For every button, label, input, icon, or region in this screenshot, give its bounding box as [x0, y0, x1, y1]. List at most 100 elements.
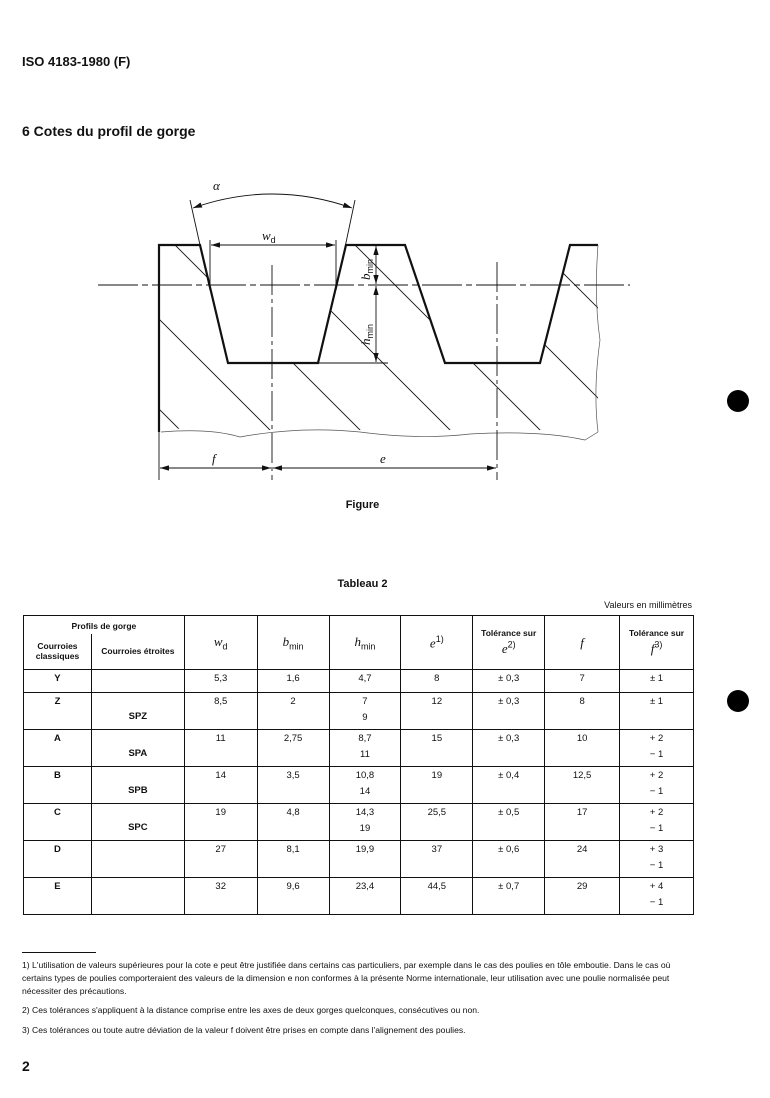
profile-outline	[157, 243, 598, 432]
cell-tol-f: + 2− 1	[619, 766, 694, 804]
cell-tol-f: + 2− 1	[619, 803, 694, 841]
cell-f: 10	[544, 729, 621, 767]
cell-f: 7	[544, 669, 621, 693]
cell-tol-f: + 4− 1	[619, 877, 694, 915]
cell-tol-e: ± 0,4	[472, 766, 546, 804]
cell-f: 29	[544, 877, 621, 915]
section-title: 6 Cotes du profil de gorge	[22, 123, 196, 139]
cell-bmin: 4,8	[256, 803, 330, 841]
page-number: 2	[22, 1058, 30, 1074]
cell-etroite	[90, 840, 185, 878]
cell-classique: Y	[23, 669, 92, 693]
cell-hmin: 4,7	[328, 669, 402, 693]
header-bmin: bmin	[256, 615, 330, 670]
footnote-1: 1) L'utilisation de valeurs supérieures …	[22, 960, 671, 996]
cell-f: 17	[544, 803, 621, 841]
cell-wd: 32	[183, 877, 258, 915]
table-caption: Tableau 2	[337, 578, 388, 590]
cell-tol-e: ± 0,7	[472, 877, 546, 915]
header-f: f	[544, 615, 621, 670]
cell-bmin: 9,6	[256, 877, 330, 915]
cell-tol-e: ± 0,5	[472, 803, 546, 841]
cell-tol-e: ± 0,3	[472, 729, 546, 767]
header-profils: Profils de gorge	[23, 615, 185, 634]
cell-hmin: 19,9	[328, 840, 402, 878]
cell-bmin: 2,75	[256, 729, 330, 767]
header-classiques: Courroies classiques	[23, 633, 92, 670]
cell-bmin: 3,5	[256, 766, 330, 804]
table-units: Valeurs en millimètres	[604, 600, 692, 610]
cell-classique: E	[23, 877, 92, 915]
cell-etroite: SPB	[90, 766, 185, 804]
cell-tol-f: + 2− 1	[619, 729, 694, 767]
cell-wd: 27	[183, 840, 258, 878]
groove-dimensions-table: Profils de gorge wd bmin hmin e1) Toléra…	[23, 615, 694, 915]
cell-etroite: SPZ	[90, 692, 185, 730]
punch-hole-mark	[727, 390, 749, 412]
cell-wd: 19	[183, 803, 258, 841]
alpha-label: α	[213, 178, 221, 193]
cell-e: 8	[400, 669, 474, 693]
cell-e: 25,5	[400, 803, 474, 841]
footnote-rule	[22, 952, 96, 953]
cell-etroite	[90, 877, 185, 915]
header-etroites: Courroies étroites	[90, 633, 185, 670]
cell-e: 19	[400, 766, 474, 804]
cell-f: 12,5	[544, 766, 621, 804]
cell-e: 44,5	[400, 877, 474, 915]
cell-e: 12	[400, 692, 474, 730]
cell-etroite: SPC	[90, 803, 185, 841]
cell-wd: 5,3	[183, 669, 258, 693]
cell-bmin: 1,6	[256, 669, 330, 693]
cell-etroite: SPA	[90, 729, 185, 767]
figure-caption: Figure	[345, 499, 380, 511]
bmin-label: bmin	[358, 259, 375, 280]
cell-wd: 14	[183, 766, 258, 804]
footnote-2: 2) Ces tolérances s'appliquent à la dist…	[22, 1005, 480, 1015]
cell-classique: C	[23, 803, 92, 841]
cell-etroite	[90, 669, 185, 693]
cell-e: 15	[400, 729, 474, 767]
wd-label: wd	[262, 228, 276, 245]
cell-tol-e: ± 0,3	[472, 692, 546, 730]
cell-bmin: 8,1	[256, 840, 330, 878]
e-label: e	[380, 451, 386, 466]
cell-classique: Z	[23, 692, 92, 730]
cell-f: 24	[544, 840, 621, 878]
header-hmin: hmin	[328, 615, 402, 670]
cell-tol-e: ± 0,3	[472, 669, 546, 693]
cell-e: 37	[400, 840, 474, 878]
cell-tol-f: + 3− 1	[619, 840, 694, 878]
cell-tol-e: ± 0,6	[472, 840, 546, 878]
punch-hole-mark	[727, 690, 749, 712]
cell-wd: 11	[183, 729, 258, 767]
groove-profile-figure: α wd bmin hmin f e	[98, 178, 630, 480]
cell-tol-f: ± 1	[619, 669, 694, 693]
document-header: ISO 4183-1980 (F)	[22, 54, 131, 69]
cell-tol-f: ± 1	[619, 692, 694, 730]
cell-f: 8	[544, 692, 621, 730]
cell-hmin: 23,4	[328, 877, 402, 915]
cell-classique: A	[23, 729, 92, 767]
header-wd: wd	[183, 615, 258, 670]
cell-wd: 8,5	[183, 692, 258, 730]
f-label: f	[212, 451, 218, 466]
cell-classique: B	[23, 766, 92, 804]
cell-bmin: 2	[256, 692, 330, 730]
footnote-3: 3) Ces tolérances ou toute autre déviati…	[22, 1025, 466, 1035]
cell-classique: D	[23, 840, 92, 878]
header-e: e1)	[400, 615, 474, 670]
